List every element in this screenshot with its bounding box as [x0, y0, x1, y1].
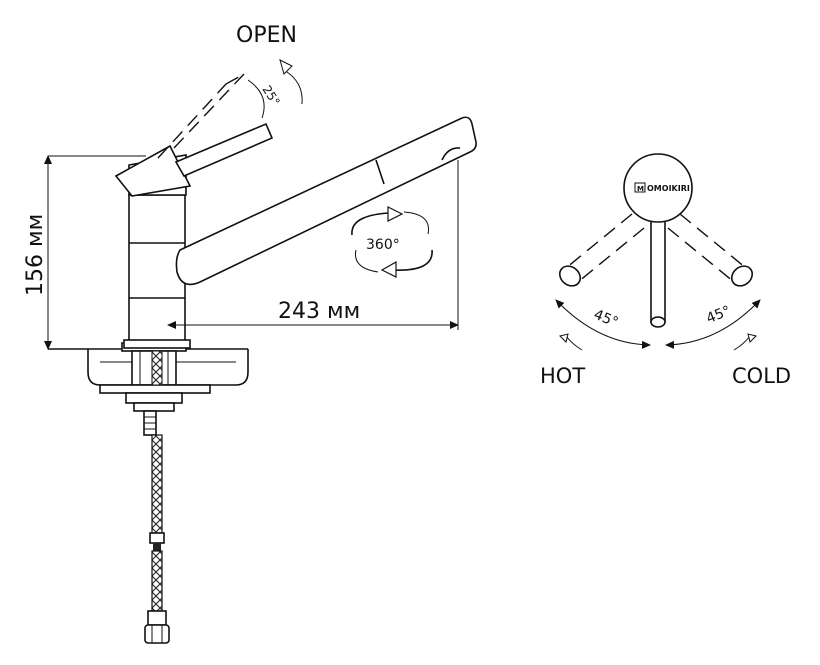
hot-label: HOT — [540, 364, 585, 388]
brand-logo: OMOIKIRI — [647, 184, 690, 193]
faucet-top-body: M OMOIKIRI — [623, 153, 693, 223]
cold-angle-dimension: 45° — [665, 299, 761, 349]
spout — [175, 116, 477, 286]
lever-tilt-indicator: 25° — [247, 59, 303, 119]
open-label: OPEN — [236, 23, 297, 48]
hot-rotation-arrow — [559, 333, 583, 351]
height-value: 156 мм — [23, 214, 48, 296]
cold-angle-label: 45° — [704, 303, 733, 327]
hot-angle-dimension: 45° — [555, 299, 651, 349]
cold-label: COLD — [732, 364, 791, 388]
cold-position-lever — [667, 213, 754, 287]
faucet-side-view: 25° OPEN 156 мм 243 мм 360° — [23, 23, 477, 644]
swivel-rotation-icon: 360° — [351, 206, 433, 278]
reach-dimension: 243 мм — [167, 160, 459, 330]
reach-value: 243 мм — [278, 299, 360, 324]
faucet-top-view: M OMOIKIRI 45° 45° HOT COLD — [540, 153, 791, 388]
height-dimension: 156 мм — [23, 155, 146, 350]
tilt-angle-label: 25° — [260, 83, 283, 108]
braided-supply-hose — [144, 350, 170, 644]
svg-text:M: M — [637, 185, 644, 193]
swivel-label: 360° — [366, 237, 400, 253]
center-lever — [650, 217, 666, 328]
hot-angle-label: 45° — [591, 307, 620, 331]
cold-rotation-arrow — [733, 333, 757, 351]
lever-handle — [114, 73, 274, 197]
hot-position-lever — [558, 213, 645, 287]
